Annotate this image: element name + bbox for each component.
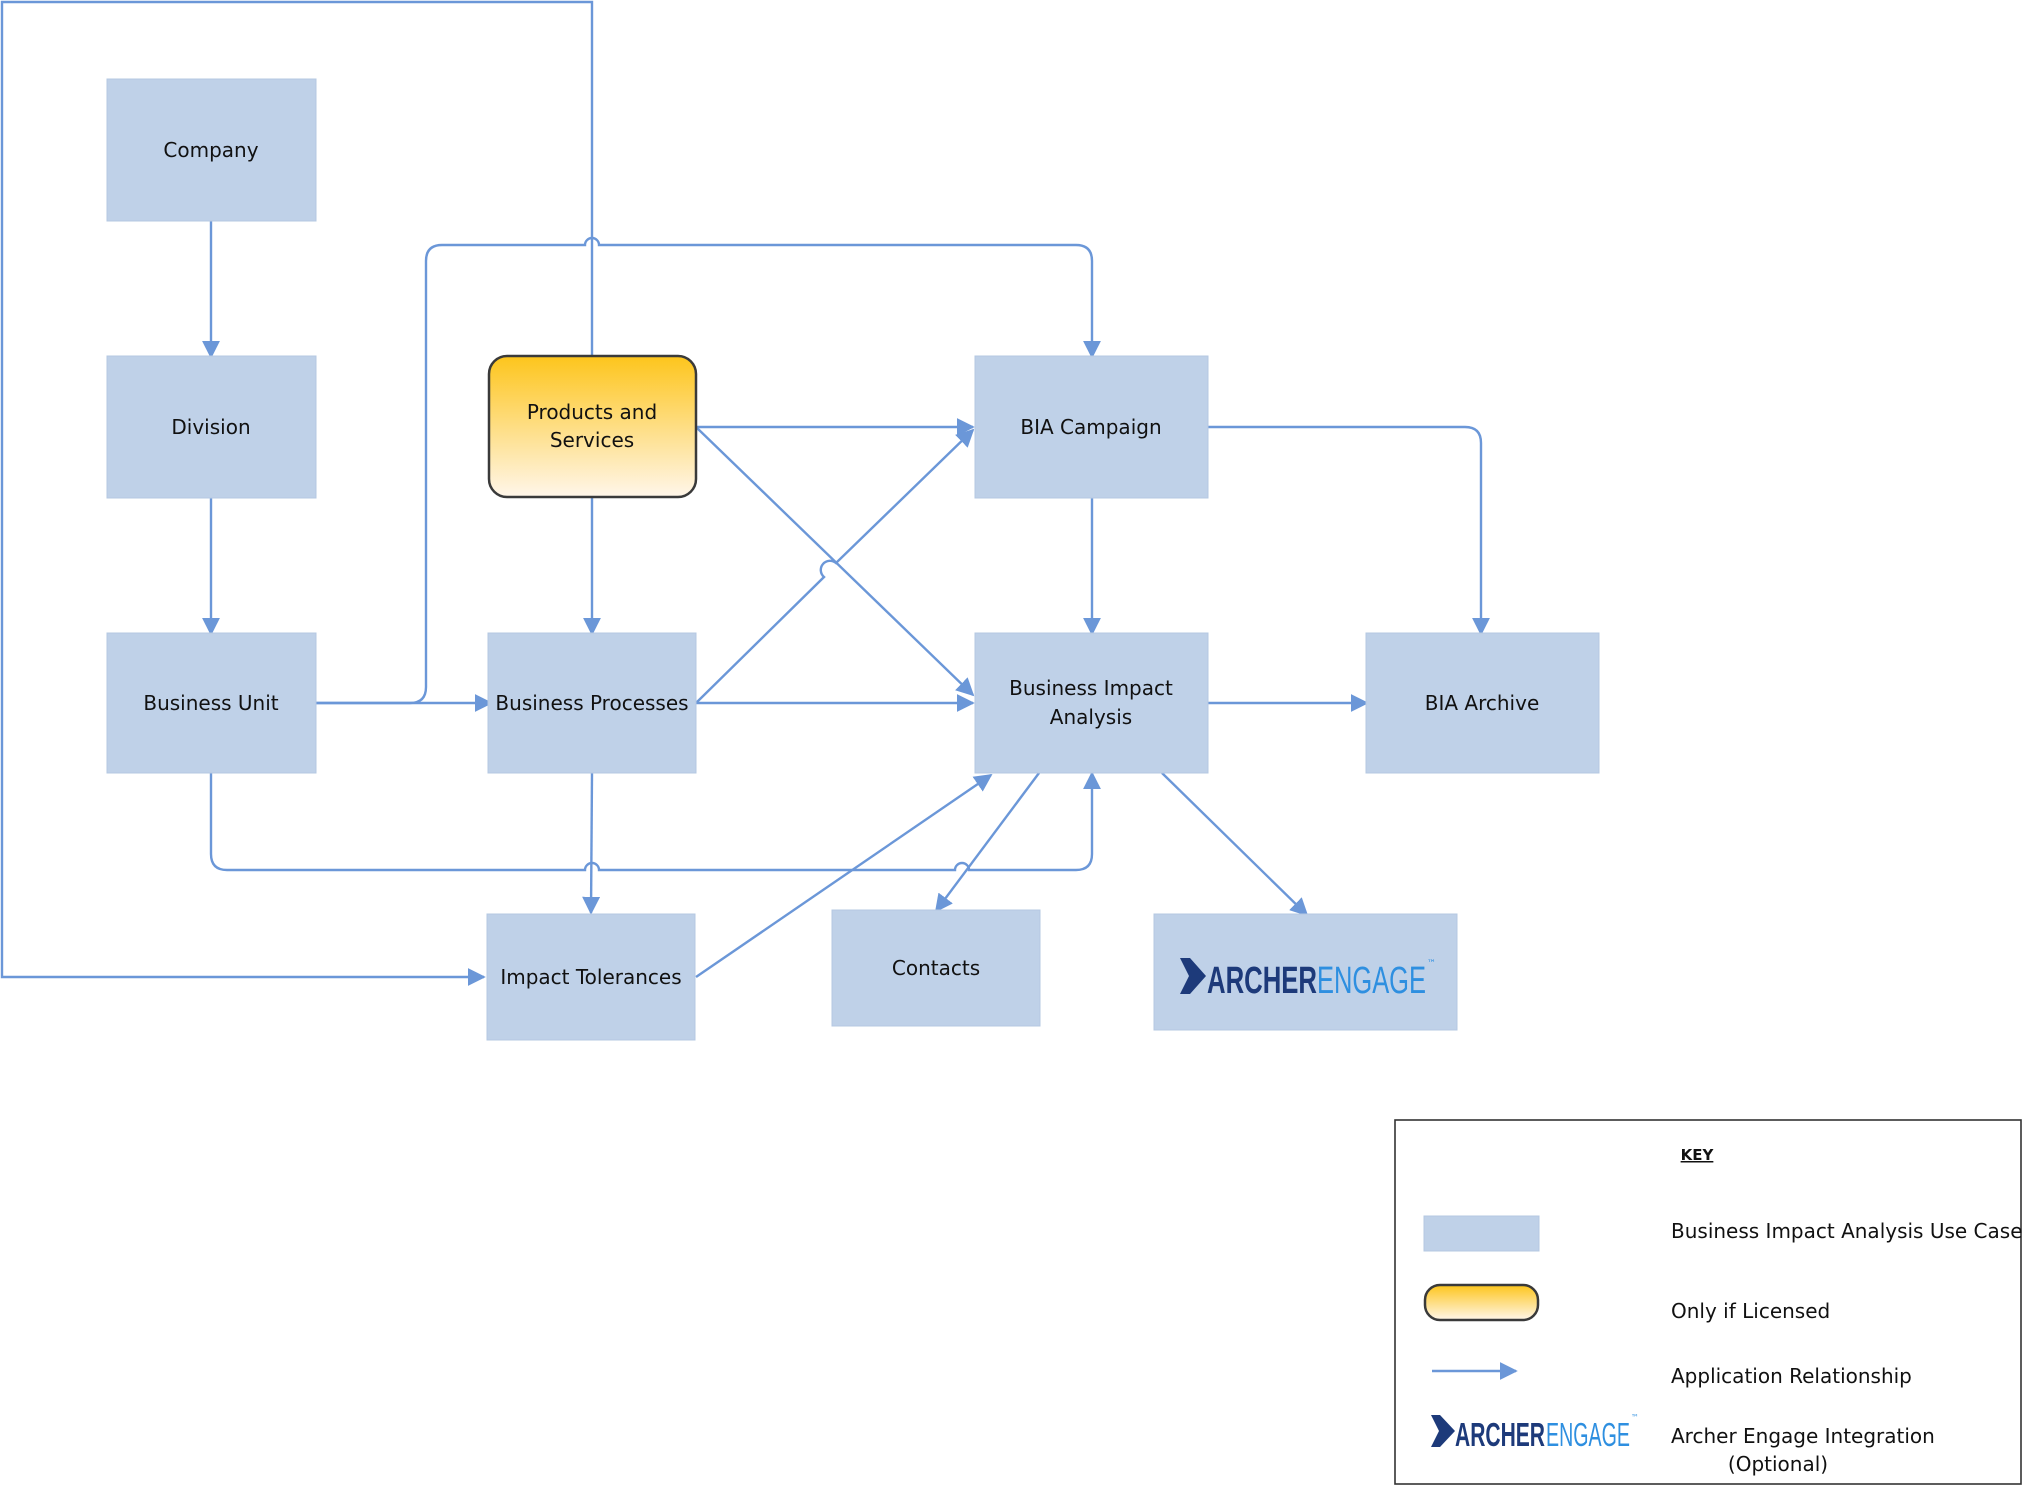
edge-bia-contacts [934,772,1040,913]
edge-business-processes-impact-tolerances [582,772,601,915]
legend-use-case-label: Business Impact Analysis Use Case [1671,1219,2023,1243]
archer-engage-logo: ARCHER ENGAGE ™ [1180,958,1436,1002]
legend-trademark-mark: ™ [1631,1413,1639,1422]
node-division: Division [106,355,317,499]
legend-use-case-swatch [1423,1215,1540,1252]
node-archer-engage: ARCHER ENGAGE ™ [1153,913,1458,1031]
legend: KEY Business Impact Analysis Use Case On… [1394,1119,2023,1485]
node-business-unit-label: Business Unit [143,691,278,715]
node-bia-archive: BIA Archive [1365,632,1600,774]
node-company: Company [106,78,317,222]
node-division-label: Division [171,415,250,439]
legend-engage-label-1: Archer Engage Integration [1671,1424,1935,1448]
node-business-impact-analysis-label-2: Analysis [1050,705,1132,729]
edge-bia-archer-engage [1161,772,1309,917]
edge-business-unit-bia-campaign [316,236,1101,705]
node-products-services-label-2: Services [550,428,634,452]
node-contacts: Contacts [831,909,1041,1027]
edge-business-unit-bia [209,771,1101,872]
legend-archer-wordmark: ARCHER [1455,1416,1545,1453]
node-business-impact-analysis-label-1: Business Impact [1009,676,1173,700]
node-business-processes: Business Processes [487,632,697,774]
edge-bia-campaign-bia-archive [1207,425,1490,636]
legend-engage-wordmark: ENGAGE [1546,1416,1630,1453]
node-bia-archive-label: BIA Archive [1425,691,1540,715]
legend-engage-label-2: (Optional) [1728,1452,1828,1476]
node-bia-campaign-label: BIA Campaign [1020,415,1161,439]
node-impact-tolerances-label: Impact Tolerances [500,965,681,989]
trademark-mark: ™ [1427,959,1436,969]
edges [0,0,1490,986]
node-bia-campaign: BIA Campaign [974,355,1209,499]
edge-impact-tolerances-bia [695,773,993,978]
node-business-unit: Business Unit [106,632,317,774]
node-products-services-label-1: Products and [527,400,657,424]
node-business-impact-analysis: Business Impact Analysis [974,632,1209,774]
legend-licensed-label: Only if Licensed [1671,1299,1830,1323]
legend-archer-chevron-icon [1431,1415,1455,1447]
archer-wordmark: ARCHER [1207,960,1317,1002]
legend-archer-engage-logo: ARCHER ENGAGE ™ [1431,1413,1639,1453]
legend-title: KEY [1681,1146,1715,1164]
legend-licensed-swatch [1423,1283,1540,1322]
node-products-services: Products and Services [487,354,698,499]
archer-chevron-icon [1180,958,1206,994]
node-contacts-label: Contacts [892,956,980,980]
legend-relationship-label: Application Relationship [1671,1364,1912,1388]
edge-business-processes-bia-campaign [695,428,975,704]
node-impact-tolerances: Impact Tolerances [486,913,696,1041]
node-business-processes-label: Business Processes [495,691,688,715]
node-company-label: Company [163,138,258,162]
engage-wordmark: ENGAGE [1317,960,1426,1002]
edge-products-impact-tolerances [0,0,594,986]
